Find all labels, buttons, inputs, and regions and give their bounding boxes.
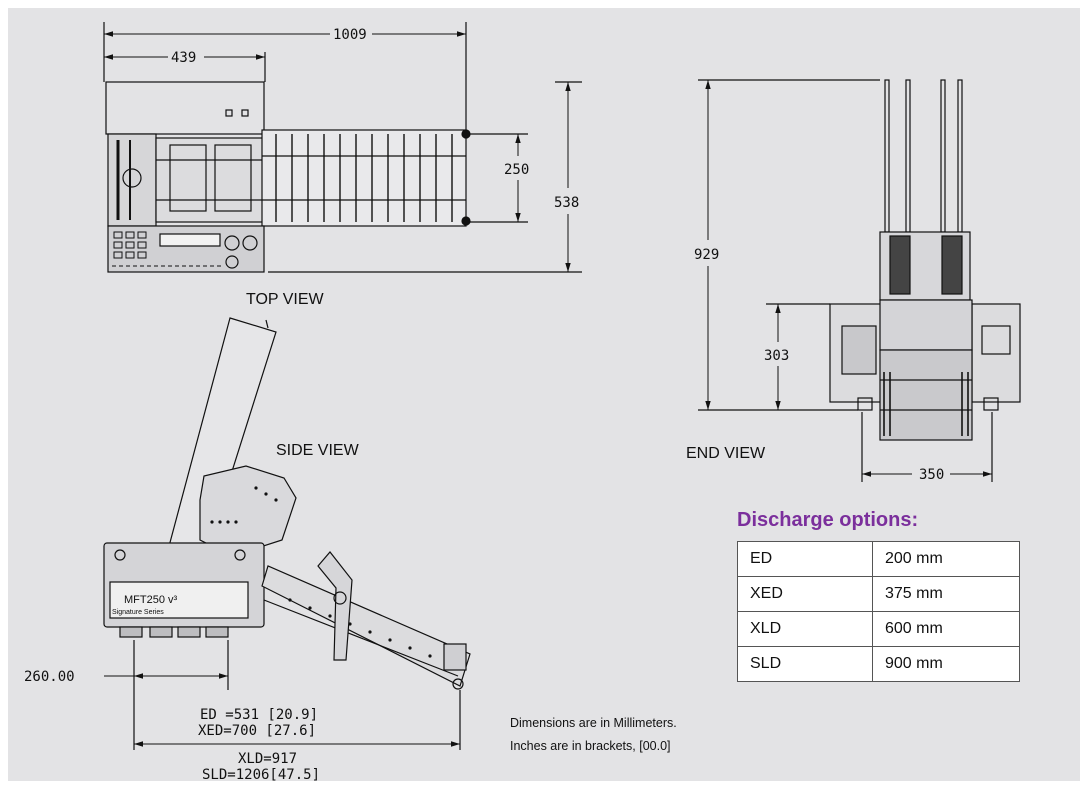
discharge-options-title: Discharge options: [737, 509, 919, 531]
option-code: XED [737, 576, 873, 612]
option-length: 600 mm [872, 611, 1020, 647]
option-length: 375 mm [872, 576, 1020, 612]
inches-note: Inches are in brackets, [00.0] [510, 739, 671, 753]
table-row: XED 375 mm [737, 576, 1020, 612]
machine-series-label: Signature Series [112, 609, 164, 616]
option-code: ED [737, 541, 873, 577]
table-row: XLD 600 mm [737, 611, 1020, 647]
option-length: 900 mm [872, 646, 1020, 682]
units-note: Dimensions are in Millimeters. [510, 716, 677, 730]
dim-end-width: 350 [919, 467, 944, 483]
dim-side-ed: ED =531 [20.9] [200, 707, 318, 723]
table-row: SLD 900 mm [737, 646, 1020, 682]
discharge-options-table: ED 200 mm XED 375 mm XLD 600 mm SLD 900 … [737, 541, 1020, 682]
dim-end-hopper-height: 303 [764, 348, 789, 364]
table-row: ED 200 mm [737, 541, 1020, 577]
option-length: 200 mm [872, 541, 1020, 577]
end-view-dimension-lines [705, 80, 992, 477]
dim-side-xld: XLD=917 [238, 751, 297, 767]
side-view-dimension-lines [104, 673, 460, 747]
dim-top-overall-width: 538 [554, 195, 579, 211]
dim-top-hopper-length: 439 [171, 50, 196, 66]
dim-top-conveyor-width: 250 [504, 162, 529, 178]
machine-model-label: MFT250 v³ [124, 594, 178, 606]
top-view-label: TOP VIEW [246, 291, 325, 308]
dim-side-xed: XED=700 [27.6] [198, 723, 316, 739]
side-view-label: SIDE VIEW [276, 442, 360, 459]
top-view-drawing [103, 22, 582, 273]
end-view-label: END VIEW [686, 445, 766, 462]
dim-top-overall-length: 1009 [333, 27, 367, 43]
dim-side-sld: SLD=1206[47.5] [202, 767, 320, 783]
dim-end-height: 929 [694, 247, 719, 263]
side-view-drawing [103, 317, 471, 750]
option-code: XLD [737, 611, 873, 647]
end-view-drawing [698, 79, 1021, 482]
dim-side-offset: 260.00 [24, 669, 75, 685]
option-code: SLD [737, 646, 873, 682]
top-view-dimension-lines [104, 31, 571, 272]
